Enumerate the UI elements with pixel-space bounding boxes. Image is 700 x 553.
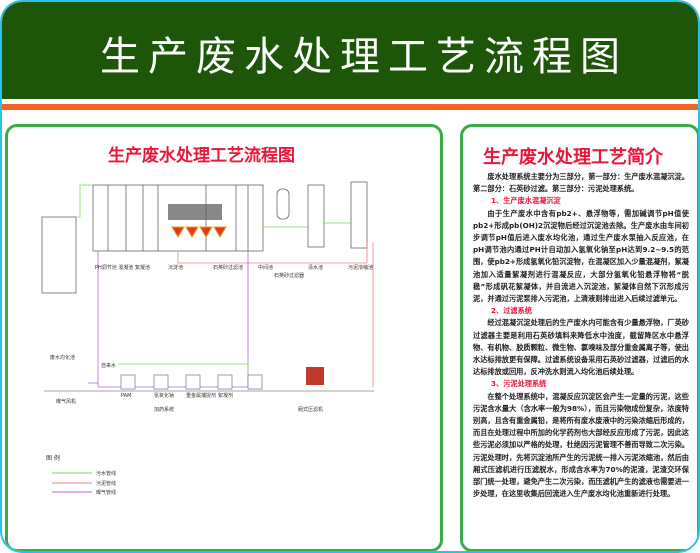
intro-text: 废水处理系统主要分为三部分，第一部分：生产废水混凝沉淀。第二部分：石英砂过滤。第… [473, 171, 689, 500]
sand-filter-vessel [276, 188, 290, 220]
label-clear-tank: 清水池 [308, 264, 323, 271]
intro-paragraph: 在整个处理系统中，混凝反应沉淀区会产生一定量的污泥，这些污泥含水量大（含水率一般… [473, 391, 689, 499]
label-settling: 沉淀池 [168, 264, 183, 271]
legend-title: 图 例 [46, 454, 60, 462]
label-naoh: 氢氧化钠 [154, 392, 174, 399]
banner: 生产废水处理工艺流程图 [2, 2, 698, 99]
equalization-tank [41, 216, 77, 294]
orange-stripe [2, 104, 698, 110]
label-filter-press: 厢式压滤机 [298, 406, 323, 413]
section-heading: 1、生产废水混凝沉淀 [491, 196, 561, 206]
legend-item: 曝气管线 [96, 489, 116, 496]
flow-diagram-panel: 生产废水处理工艺流程图 [5, 124, 443, 551]
diagram-title: 生产废水处理工艺流程图 [108, 146, 295, 166]
reaction-tank-block [92, 184, 264, 252]
intro-paragraph: 经过混凝沉淀处理后的生产废水内可能含有少量悬浮物，厂英砂过滤器主要是利用石英砂填… [473, 318, 689, 377]
process-diagram: PH调节池 混凝池 絮凝池 沉淀池 石英砂过滤池 中间池 石英砂过滤器 清水池 … [41, 181, 374, 496]
label-thickener: 污泥浓缩池 [348, 264, 373, 271]
label-dosing: 加药系统 [154, 406, 174, 413]
intro-title: 生产废水处理工艺简介 [483, 147, 663, 168]
sludge-thickener [350, 181, 368, 249]
label-capture: 重金属捕捉剂 [186, 392, 216, 399]
sand-media [168, 204, 222, 220]
banner-title: 生产废水处理工艺流程图 [100, 34, 628, 80]
legend-item: 污水管线 [96, 470, 116, 477]
label-equalization: 废水均化池 [50, 354, 75, 361]
sludge-hoppers [171, 226, 227, 238]
label-flocculant: 絮凝剂 [218, 392, 233, 399]
intro-paragraph: 废水处理系统主要分为三部分，第一部分：生产废水混凝沉淀。第二部分：石英砂过滤。第… [473, 172, 689, 194]
section-heading: 3、污泥处理系统 [491, 379, 547, 389]
section-heading: 2、过滤系统 [491, 306, 532, 316]
label-tap-water: 自来水 [101, 362, 116, 369]
label-pam: PAM [121, 393, 131, 399]
label-sand-pool: 石英砂过滤池 [213, 264, 243, 271]
label-middle-tank: 中间池 [258, 264, 273, 271]
label-ph-tank: PH调节池 混凝池 絮凝池 [95, 264, 150, 271]
label-blower: 曝气风机 [56, 398, 76, 405]
label-sand-filter: 石英砂过滤器 [274, 272, 304, 279]
legend-item: 污泥管线 [96, 480, 116, 487]
dosing-tanks [120, 374, 263, 390]
intro-paragraph: 由于生产废水中含有pb2+、悬浮物等，需加碱调节pH值使pb2+形成pb(OH)… [473, 208, 689, 304]
legend: 污水管线 污泥管线 曝气管线 [52, 470, 116, 496]
filter-press [306, 367, 324, 385]
intro-panel: 生产废水处理工艺简介 废水处理系统主要分为三部分，第一部分：生产废水混凝沉淀。第… [460, 124, 698, 551]
clear-water-tank [307, 184, 325, 248]
